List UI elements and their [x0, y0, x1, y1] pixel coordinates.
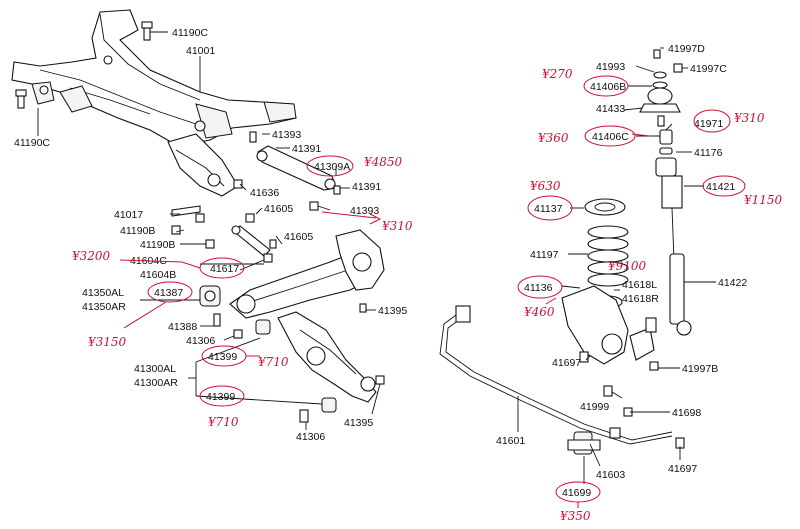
- part-label: 41604B: [140, 269, 176, 281]
- price-annotation: ¥310: [382, 219, 413, 233]
- part-label: 41190B: [140, 239, 175, 251]
- trailing-arm-drawing: [229, 229, 385, 319]
- part-label: 41971: [694, 118, 723, 130]
- lower-arm-drawing: [277, 311, 377, 403]
- part-number-labels: 41190C 41001 41190C 41393 41391 41309A 4…: [14, 27, 747, 499]
- upper-link-drawing: [256, 145, 337, 191]
- price-annotation: ¥4850: [364, 155, 403, 169]
- part-label: 41190B: [120, 225, 155, 237]
- part-label: 41388: [168, 321, 197, 333]
- part-label: 41406C: [592, 131, 629, 143]
- part-label: 41395: [378, 305, 407, 317]
- part-label: 41605: [284, 231, 313, 243]
- price-annotation: ¥710: [208, 415, 239, 429]
- part-label: 41698: [672, 407, 701, 419]
- price-annotation: ¥350: [560, 509, 591, 523]
- price-annotation: ¥310: [734, 111, 765, 125]
- part-label: 41136: [524, 282, 553, 294]
- price-annotation: ¥630: [530, 179, 561, 193]
- part-label: 41617: [210, 263, 239, 275]
- part-label: 41350AL: [82, 287, 124, 299]
- part-label: 41601: [496, 435, 525, 447]
- price-annotations: ¥4850 ¥310 ¥3200 ¥3150 ¥710 ¥710 ¥270 ¥3…: [72, 67, 783, 523]
- part-label: 41306: [186, 335, 215, 347]
- part-label: 41001: [186, 45, 215, 57]
- part-label: 41350AR: [82, 301, 126, 313]
- part-label: 41421: [706, 181, 735, 193]
- part-label: 41636: [250, 187, 279, 199]
- price-annotation: ¥1150: [744, 193, 783, 207]
- price-annotation: ¥710: [258, 355, 289, 369]
- part-label: 41618R: [622, 293, 659, 305]
- part-label: 41999: [580, 401, 609, 413]
- rear-knuckle-right-drawing: [561, 285, 685, 449]
- shock-mount-drawing: [639, 49, 683, 261]
- part-label: 41190C: [14, 137, 50, 149]
- part-label: 41399: [206, 391, 235, 403]
- price-annotation: ¥460: [524, 305, 555, 319]
- price-annotation: ¥3200: [72, 249, 111, 263]
- part-label: 41391: [292, 143, 321, 155]
- part-label: 41300AL: [134, 363, 176, 375]
- part-label: 41306: [296, 431, 325, 443]
- part-label: 41190C: [172, 27, 208, 39]
- rear-crossmember-drawing: [11, 9, 297, 197]
- part-label: 41017: [114, 209, 143, 221]
- small-hardware-left: [171, 131, 385, 423]
- part-label: 41309A: [314, 161, 350, 173]
- part-label: 41993: [596, 61, 625, 73]
- part-label: 41393: [350, 205, 379, 217]
- toe-control-link-drawing: [230, 225, 271, 257]
- part-label: 41618L: [622, 279, 657, 291]
- part-label: 41395: [344, 417, 373, 429]
- part-label: 41391: [352, 181, 381, 193]
- stabilizer-bar-drawing: [439, 305, 673, 455]
- part-label: 41997C: [690, 63, 727, 75]
- part-label: 41406B: [590, 81, 626, 93]
- crossmember-bolts: [15, 21, 153, 109]
- part-label: 41137: [534, 203, 563, 215]
- part-label: 41433: [596, 103, 625, 115]
- part-label: 41603: [596, 469, 625, 481]
- part-label: 41997D: [668, 43, 705, 55]
- lower-arm-bushings: [255, 319, 337, 413]
- shock-absorber-drawing: [669, 253, 692, 336]
- part-label: 41422: [718, 277, 747, 289]
- price-annotation: ¥3150: [88, 335, 127, 349]
- part-label: 41399: [208, 351, 237, 363]
- price-circle-marks: [119, 75, 746, 508]
- trailing-arm-bushing: [199, 285, 221, 307]
- price-annotation: ¥270: [542, 67, 573, 81]
- part-label: 41393: [272, 129, 301, 141]
- part-label: 41997B: [682, 363, 718, 375]
- part-label: 41605: [264, 203, 293, 215]
- part-label: 41300AR: [134, 377, 178, 389]
- part-label: 41697: [668, 463, 697, 475]
- price-annotation: ¥9100: [608, 259, 647, 273]
- price-annotation: ¥360: [538, 131, 569, 145]
- part-label: 41697: [552, 357, 581, 369]
- part-label: 41387: [154, 287, 183, 299]
- part-label: 41197: [530, 249, 559, 261]
- part-label: 41699: [562, 487, 591, 499]
- part-label: 41176: [694, 147, 723, 159]
